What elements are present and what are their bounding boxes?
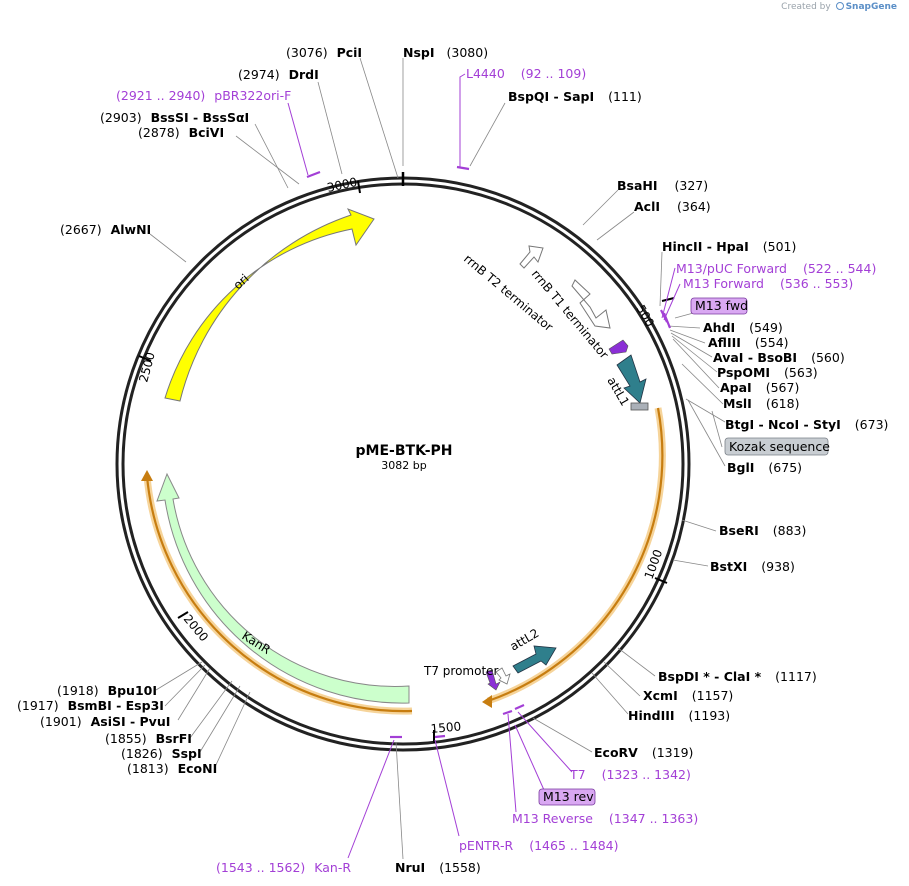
site-avai: AvaI - BsoBI(560)	[713, 350, 845, 365]
site-apai: ApaI(567)	[720, 380, 799, 395]
site-pspomi: PspOMI(563)	[717, 365, 818, 380]
leader-lines	[149, 57, 726, 860]
site-bspdi: BspDI * - ClaI *(1117)	[658, 669, 817, 684]
attl2-feature[interactable]	[512, 645, 557, 674]
site-econi: (1813)EcoNI	[127, 761, 217, 776]
site-nspi: NspI(3080)	[403, 45, 488, 60]
tick-1500: 1500	[430, 719, 462, 743]
primer-pentr-r: pENTR-R(1465 .. 1484)	[459, 838, 618, 853]
tick-label: 3000	[326, 175, 359, 195]
primer-t7: T7(1323 .. 1342)	[569, 767, 691, 782]
rrnb-t2-terminator-feature[interactable]	[519, 245, 544, 269]
site-bsssi: (2903)BssSI - BssSαI	[100, 110, 249, 125]
plasmid-length: 3082 bp	[381, 459, 426, 472]
box-m13-rev-label: M13 rev	[543, 789, 594, 804]
plasmid-name: pME-BTK-PH	[356, 443, 453, 459]
site-pcii: (3076)PciI	[286, 45, 362, 60]
site-xcmi: XcmI(1157)	[643, 688, 733, 703]
primer-m13-forward: M13 Forward(536 .. 553)	[683, 276, 853, 291]
m13-fwd-marker	[608, 339, 629, 355]
box-m13-fwd-label: M13 fwd	[695, 298, 748, 313]
site-hincii: HincII - HpaI(501)	[662, 239, 796, 254]
site-sspi: (1826)SspI	[121, 746, 202, 761]
tick-3000: 3000	[326, 175, 361, 195]
primer-leader-lines	[287, 73, 681, 859]
site-bsahi: BsaHI(327)	[617, 178, 708, 193]
ori-feature[interactable]	[164, 208, 375, 402]
credit-brand: SnapGene	[845, 2, 897, 12]
site-ahdi: AhdI(549)	[703, 320, 783, 335]
snapgene-logo-icon	[835, 2, 844, 10]
site-ecorv: EcoRV(1319)	[594, 745, 693, 760]
kozak-marker	[630, 402, 649, 411]
orf-right-line	[487, 407, 664, 703]
site-bseri: BseRI(883)	[719, 523, 806, 538]
site-bspqi: BspQI - SapI(111)	[508, 89, 642, 104]
site-msli: MslI(618)	[723, 396, 799, 411]
rrnb-t2-label: rrnB T2 terminator	[461, 252, 556, 335]
site-alwni: (2667)AlwNI	[60, 222, 151, 237]
t7-promoter-feature[interactable]	[495, 667, 511, 685]
site-nrui: NruI(1558)	[395, 860, 481, 875]
box-kozak-label: Kozak sequence	[729, 439, 830, 454]
site-bpu10i: (1918)Bpu10I	[57, 683, 157, 698]
site-bgli: BglI(675)	[727, 460, 802, 475]
orf-right-arrowhead	[482, 695, 492, 708]
rrnb-t1-terminator-feature[interactable]	[571, 279, 611, 329]
primer-m13-puc-forward: M13/pUC Forward(522 .. 544)	[676, 261, 876, 276]
orf-left-line	[145, 475, 413, 713]
t7-primer-marker	[485, 669, 501, 691]
primer-m13-reverse: M13 Reverse(1347 .. 1363)	[512, 811, 698, 826]
primer-l4440: L4440(92 .. 109)	[466, 66, 586, 81]
kanr-feature[interactable]	[156, 472, 410, 704]
attl1-feature[interactable]	[616, 354, 647, 404]
site-hindiii: HindIII(1193)	[628, 708, 730, 723]
snapgene-credit: Created by SnapGene	[781, 2, 897, 12]
site-asisi: (1901)AsiSI - PvuI	[40, 714, 170, 729]
primer-kan-r: (1543 .. 1562)Kan-R	[216, 860, 351, 875]
primer-pbr322ori-f: (2921 .. 2940)pBR322ori-F	[116, 88, 291, 103]
site-bsmbi: (1917)BsmBI - Esp3I	[17, 698, 164, 713]
orf-right-glow	[486, 407, 666, 705]
site-drdi: (2974)DrdI	[238, 67, 319, 82]
t7-promoter-label: T7 promoter	[423, 664, 499, 678]
box-m13-rev[interactable]: M13 rev	[538, 788, 596, 806]
site-bstxi: BstXI(938)	[710, 559, 795, 574]
site-acli: AclI(364)	[634, 199, 711, 214]
credit-prefix: Created by	[781, 2, 831, 12]
box-kozak-sequence[interactable]: Kozak sequence	[724, 437, 830, 456]
site-bsrfi: (1855)BsrFI	[105, 731, 192, 746]
box-m13-fwd[interactable]: M13 fwd	[690, 297, 748, 315]
site-btgi: BtgI - NcoI - StyI(673)	[725, 417, 888, 432]
site-afliii: AflIII(554)	[708, 335, 789, 350]
tick-2500: 2500	[136, 351, 157, 384]
primer-marks	[306, 165, 672, 739]
site-bcivi: (2878)BciVI	[138, 125, 224, 140]
tick-label: 1500	[430, 719, 462, 736]
orf-left-arrowhead	[141, 470, 153, 481]
